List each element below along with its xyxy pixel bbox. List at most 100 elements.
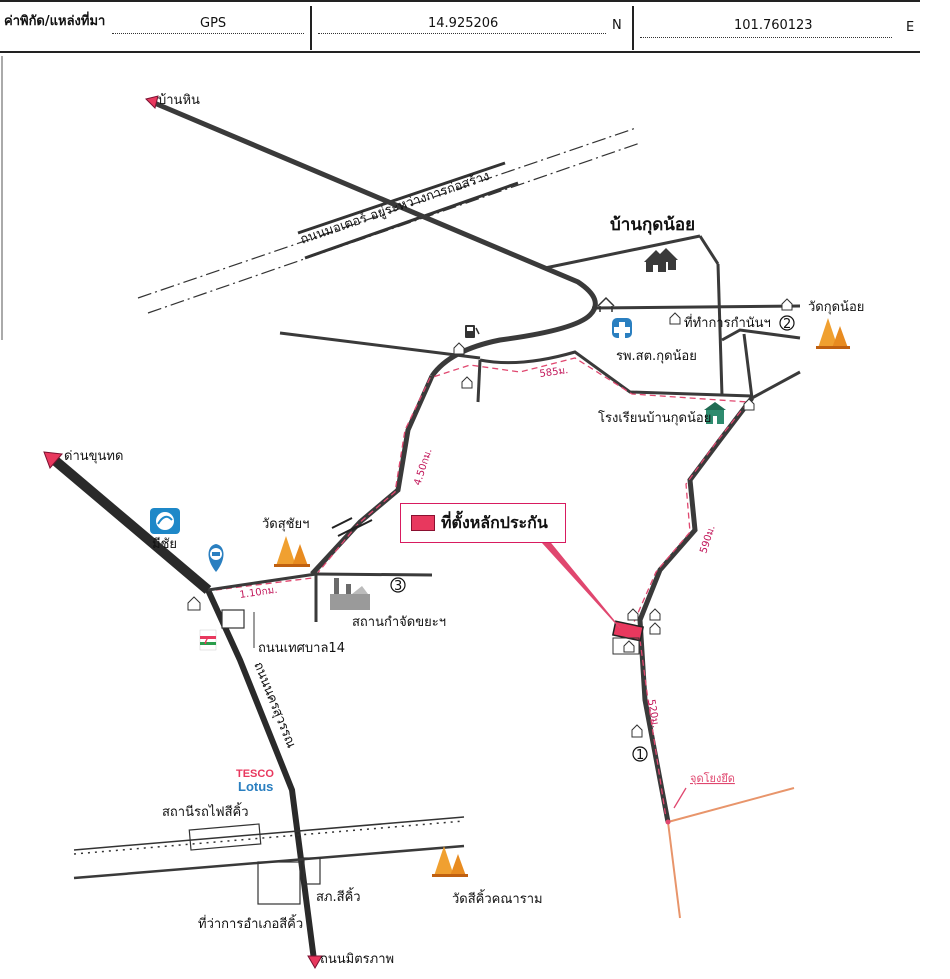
motorway-bridge-upper xyxy=(297,161,506,235)
marker-2-label: 2 xyxy=(783,317,791,332)
arrow-dan-khun-thot xyxy=(43,451,63,469)
callout-pointer xyxy=(539,539,621,629)
source-underline xyxy=(112,33,304,34)
label-mee-chai: มีชัย xyxy=(152,536,177,552)
station-box xyxy=(188,823,262,851)
label-police: สภ.สีคิ้ว xyxy=(316,887,361,905)
road-village-north xyxy=(544,234,701,270)
label-wat-sutchai: วัดสุชัยฯ xyxy=(262,517,309,532)
collateral-callout-label: ที่ตั้งหลักประกัน xyxy=(441,513,548,532)
highway-dan-khun-thot xyxy=(48,454,212,594)
road-ban-hin xyxy=(151,99,598,378)
health-station-icon xyxy=(612,318,632,338)
motorway-bridge-lower xyxy=(304,181,519,260)
distance-520m: 520ม. xyxy=(645,699,661,729)
road-break-mark xyxy=(351,519,373,531)
distance-450km: 4.50กม. xyxy=(412,447,434,487)
label-tesco: TESCO xyxy=(236,768,274,780)
reference-line-south xyxy=(667,821,681,919)
railway-ties xyxy=(73,820,465,855)
motorway-line-upper xyxy=(137,127,637,299)
road-village-spur xyxy=(742,333,754,399)
longitude-underline xyxy=(640,37,892,38)
label-reference-point: จุดโยงยึด xyxy=(690,771,735,785)
road-school-south xyxy=(637,396,754,823)
location-pin-icon xyxy=(208,544,224,572)
route-to-collateral xyxy=(315,357,750,623)
label-wat-sikhio: วัดสีคิ้วคณาราม xyxy=(452,889,543,907)
marker-1-label: 1 xyxy=(636,748,644,763)
marker-1 xyxy=(632,746,648,762)
school-icon xyxy=(704,402,726,424)
label-health-station: รพ.สต.กุดน้อย xyxy=(616,349,697,364)
reference-line-east xyxy=(667,787,795,823)
house-icon xyxy=(187,298,793,738)
header-top-border xyxy=(0,0,920,2)
header-divider xyxy=(310,6,312,50)
header-bottom-border xyxy=(0,51,920,53)
road-west-branch xyxy=(279,331,481,360)
label-sub-district-office: ที่ทำการกำนันฯ xyxy=(684,314,771,331)
arrow-ban-hin xyxy=(145,95,159,109)
label-waste-station: สถานกำจัดขยะฯ xyxy=(352,615,446,630)
distance-585m: 585ม. xyxy=(539,365,569,380)
distance-110km: 1.10กม. xyxy=(239,585,278,601)
road-village-east xyxy=(716,263,724,397)
road-to-wat-sutchai xyxy=(207,572,317,592)
label-dan-khun-thot: ด่านขุนทด xyxy=(64,449,123,464)
longitude-direction: E xyxy=(906,20,915,35)
road-village-ne xyxy=(698,235,720,265)
coordinate-header: ค่าพิกัด/แหล่งที่มา GPS 14.925206 N 101.… xyxy=(0,0,950,56)
seven-eleven-icon xyxy=(199,629,217,651)
distance-590m: 590ม. xyxy=(698,524,717,555)
road-stub xyxy=(476,359,482,403)
label-ban-hin: บ้านหิน xyxy=(158,93,200,108)
label-seven-eleven: 7 xyxy=(203,635,209,647)
building-box xyxy=(221,609,245,629)
reference-leader xyxy=(673,787,687,809)
village-icon xyxy=(644,248,678,272)
route-110km xyxy=(215,577,313,591)
railway-upper xyxy=(73,816,465,851)
latitude-direction: N xyxy=(612,18,622,33)
collateral-callout: ที่ตั้งหลักประกัน xyxy=(400,503,566,543)
label-sikhio-station: สถานีรถไฟสีคิ้ว xyxy=(162,802,249,820)
source-value: GPS xyxy=(200,16,227,31)
road-village-se xyxy=(751,370,801,400)
label-ban-kut-noi: บ้านกุดน้อย xyxy=(610,215,695,235)
label-wat-kut-noi: วัดกุดน้อย xyxy=(808,300,864,315)
store-icon xyxy=(150,508,180,534)
road-village-main xyxy=(591,304,801,310)
header-divider xyxy=(632,6,634,50)
temple-icon xyxy=(432,846,468,877)
factory-icon xyxy=(330,578,370,610)
route-from-reference xyxy=(639,639,667,819)
fuel-pump-icon xyxy=(465,325,480,338)
latitude-underline xyxy=(318,33,606,34)
label-lotus: Lotus xyxy=(238,779,273,794)
district-office-box xyxy=(257,861,301,905)
house-cluster-box xyxy=(612,637,640,655)
temple-icon xyxy=(816,318,850,349)
marker-2 xyxy=(779,315,795,331)
label-district-office: ที่ว่าการอำเภอสีคิ้ว xyxy=(198,914,303,932)
temple-icon xyxy=(274,536,310,567)
label-road-mittraphap: ถนนมิตรภาพ xyxy=(320,952,394,967)
pavilion-icon xyxy=(597,296,615,312)
road-break-mark xyxy=(331,517,353,529)
police-box xyxy=(303,857,321,885)
label-school: โรงเรียนบ้านกุดน้อย xyxy=(598,410,711,426)
marker-3-label: 3 xyxy=(394,579,402,594)
reference-point xyxy=(665,819,671,825)
longitude-value: 101.760123 xyxy=(734,18,813,33)
road-to-school xyxy=(479,350,753,398)
latitude-value: 14.925206 xyxy=(428,16,499,31)
collateral-swatch xyxy=(411,515,435,531)
marker-3 xyxy=(390,577,406,593)
coordinate-label: ค่าพิกัด/แหล่งที่มา xyxy=(4,14,106,29)
motorway-line-lower xyxy=(147,142,641,314)
road-main-southwest xyxy=(310,374,435,576)
road-to-wat xyxy=(721,328,801,342)
arrow-mittraphap xyxy=(307,955,323,969)
